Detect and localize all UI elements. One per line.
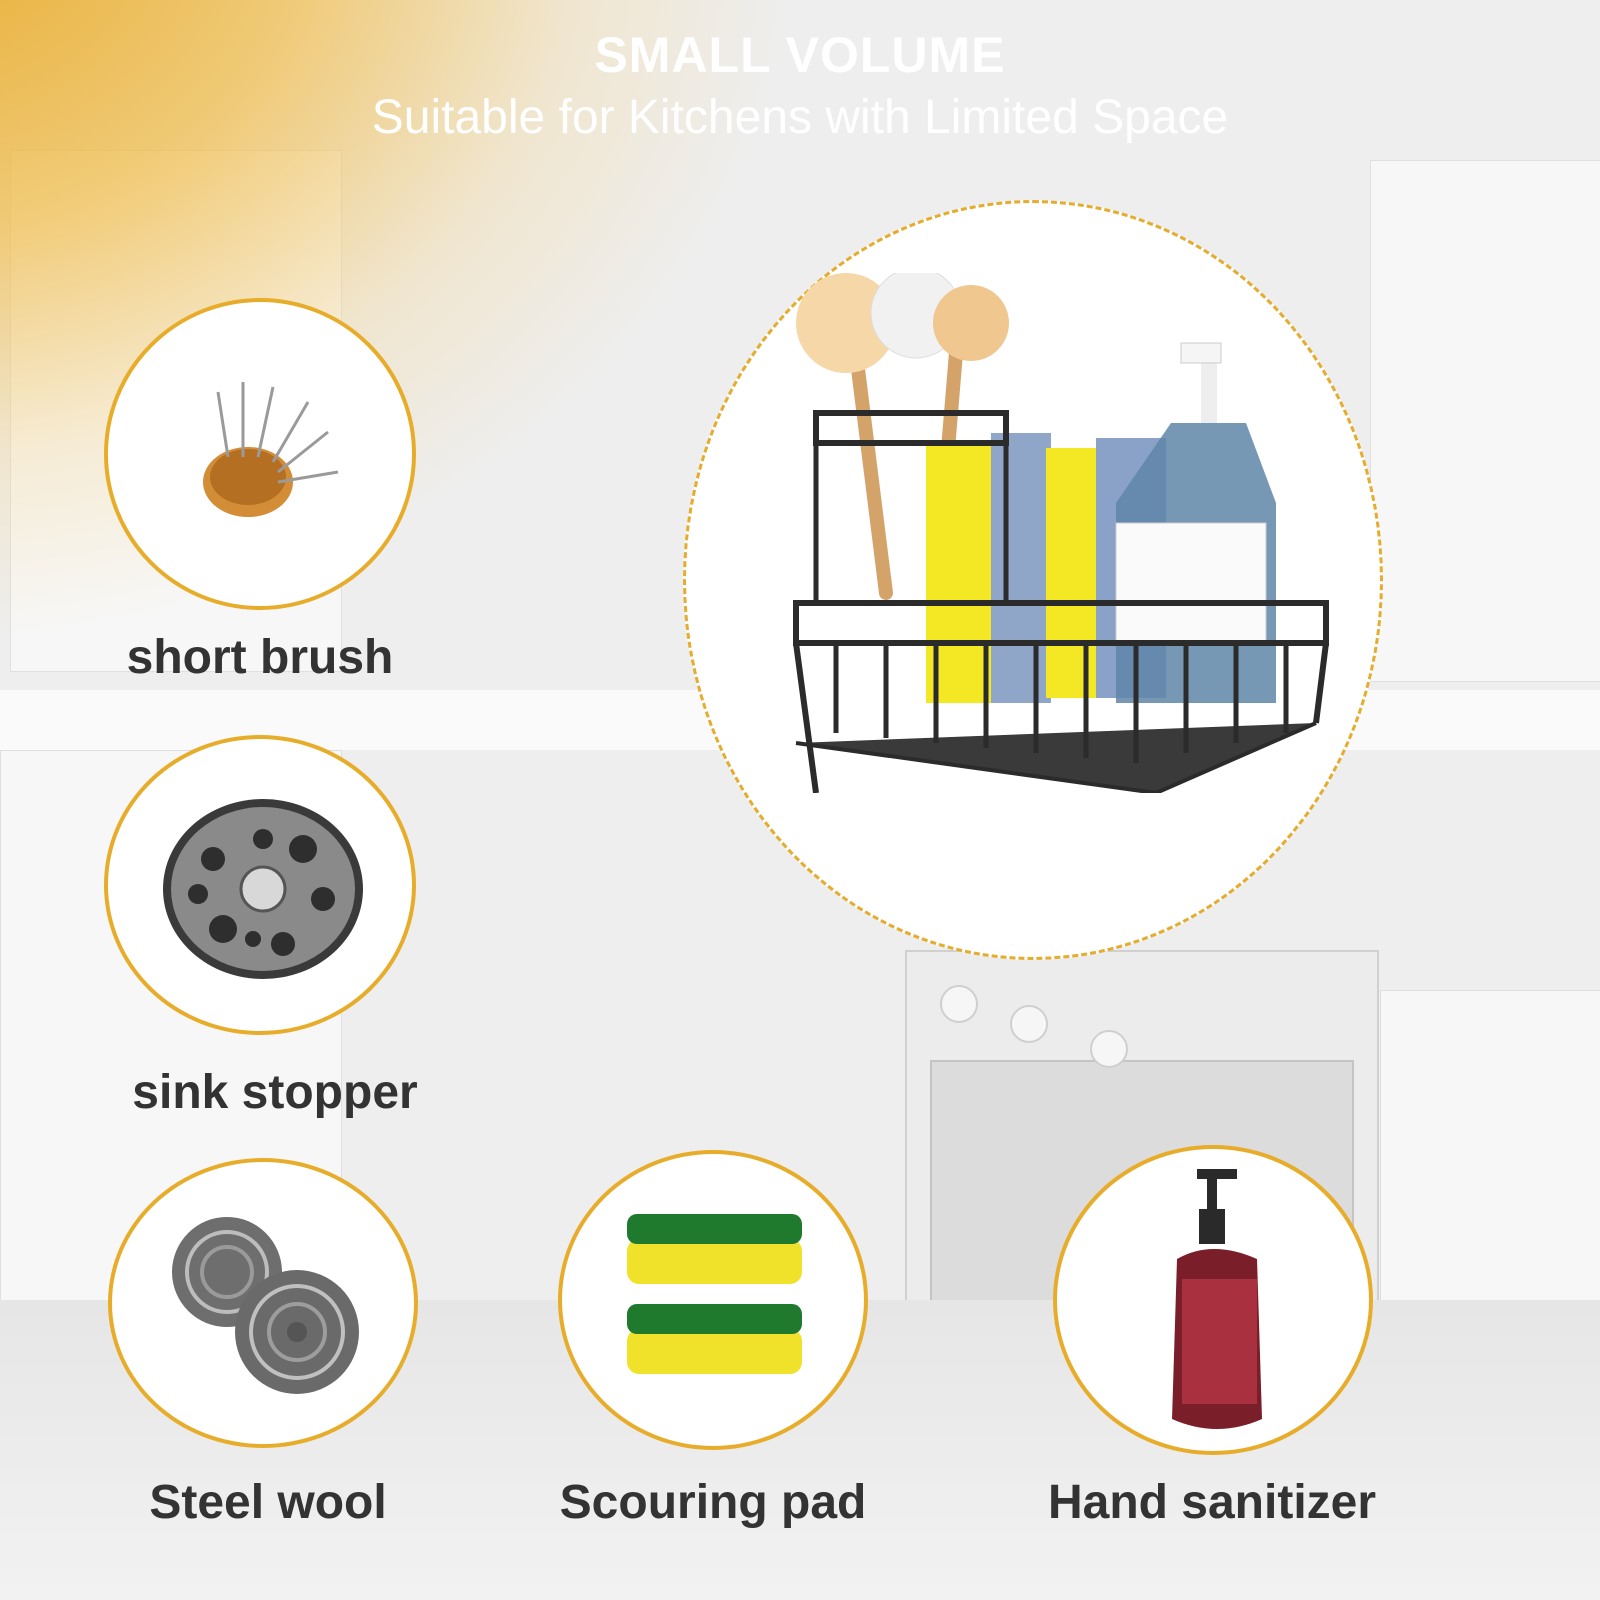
- hand-sanitizer-circle: [1053, 1145, 1373, 1455]
- scouring-pad-label: Scouring pad: [559, 1476, 867, 1529]
- headline: SMALL VOLUME: [594, 27, 1006, 83]
- sink-stopper-label: sink stopper: [132, 1066, 418, 1119]
- steel-wool-icon: [172, 1217, 359, 1394]
- hand-sanitizer-bottle-icon: [1172, 1169, 1262, 1429]
- short-brush-icon: [203, 382, 339, 517]
- scouring-pad-circle: [558, 1150, 868, 1450]
- steel-wool-circle: [108, 1158, 418, 1448]
- short-brush-circle: [104, 298, 416, 610]
- short-brush-label: short brush: [126, 631, 394, 684]
- sink-caddy-organizer-icon: [793, 273, 1329, 793]
- steel-wool-label: Steel wool: [149, 1476, 387, 1529]
- hand-sanitizer-label: Hand sanitizer: [1047, 1476, 1377, 1529]
- subheadline: Suitable for Kitchens with Limited Space: [371, 91, 1229, 144]
- sink-stopper-circle: [104, 735, 416, 1035]
- hero-product-circle: [683, 200, 1383, 960]
- sink-stopper-icon: [163, 799, 363, 979]
- scouring-pad-icon: [627, 1214, 802, 1374]
